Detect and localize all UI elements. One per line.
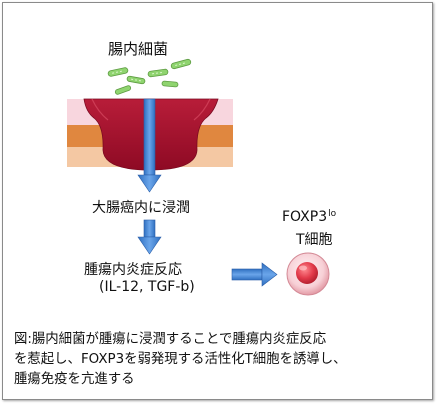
cytokine-label: (IL-12, TGF-b) [99, 279, 195, 295]
t-cell-icon [286, 252, 330, 296]
bacteria-icon [107, 58, 192, 95]
t-cell-label: T細胞 [296, 232, 333, 248]
bacteria-label: 腸内細菌 [108, 40, 169, 58]
down-arrow-icon [137, 219, 162, 255]
figure-caption: 図:腸内細菌が腫瘍に浸潤することで腫瘍内炎症反応 を惹起し、FOXP3を弱発現す… [14, 332, 347, 387]
invasion-label: 大腸癌内に浸潤 [92, 200, 190, 216]
right-arrow-icon [231, 262, 278, 287]
down-arrow-icon [137, 98, 162, 193]
foxp3-superscript: lo [328, 209, 337, 219]
figure-frame [2, 2, 433, 400]
inflammation-label: 腫瘍内炎症反応 [84, 262, 182, 278]
foxp3-label: FOXP3lo [282, 209, 336, 225]
foxp3-text: FOXP3 [282, 209, 328, 225]
